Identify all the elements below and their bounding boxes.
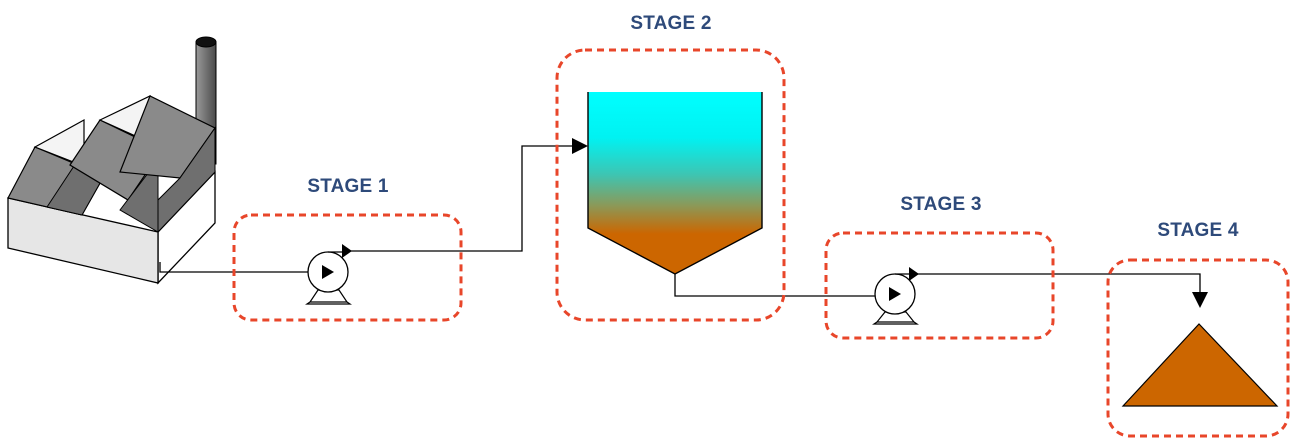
stage-4-label: STAGE 4 [1157,220,1239,241]
process-piping [159,145,1201,297]
stage-2-label: STAGE 2 [630,13,711,34]
arrowhead-down-to-pile-icon [1192,292,1208,308]
pipe-pump-2-to-pile [912,273,1201,296]
sediment-pile-icon [1121,323,1279,407]
pipe-pump-1-to-tank [345,145,574,252]
settling-tank-icon [587,92,763,275]
stage-2-boundary [555,48,786,322]
arrowhead-into-tank-icon [572,138,588,154]
stage-1-boundary [232,213,463,322]
flow-arrow-pump-2-icon [909,267,919,281]
pipe-tank-to-pump-2 [674,274,880,297]
centrifugal-pump-icon [872,273,919,325]
stage-3-boundary [824,231,1055,340]
flow-arrow-pump-1-icon [342,244,352,258]
factory-icon [7,36,217,285]
stage-3-label: STAGE 3 [900,194,981,215]
centrifugal-pump-icon [305,251,352,305]
stage-1-label: STAGE 1 [307,176,389,197]
pipe-factory-to-pump-1 [159,262,310,273]
